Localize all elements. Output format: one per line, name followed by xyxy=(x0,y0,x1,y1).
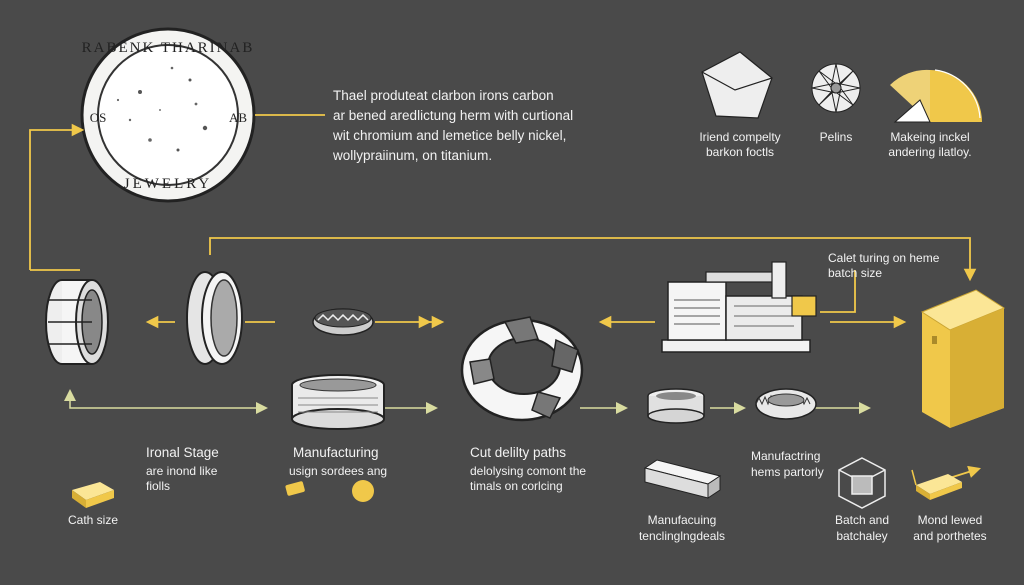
plain-ring-icon xyxy=(186,271,243,365)
cut-stage-title: Cut delilty paths xyxy=(470,445,567,460)
batch-label-2: batchaley xyxy=(836,529,888,543)
manufacuing-label-2: tenclinglngdeals xyxy=(638,529,726,543)
segmented-ring-icon xyxy=(460,316,584,422)
crystal-caption-1: Iriend compelty xyxy=(699,130,781,144)
intro-line-3: wit chromium and lemetice belly nickel, xyxy=(333,128,567,143)
mond-label-1: Mond lewed xyxy=(917,513,983,527)
metal-bar-icon xyxy=(643,459,722,499)
batch-label-1: Batch and xyxy=(834,513,890,527)
seal-return-arrow xyxy=(29,123,85,270)
patterned-band-icon xyxy=(312,308,374,336)
top-loop-arrow xyxy=(209,237,977,282)
crystal-caption-2: barkon foctls xyxy=(705,145,775,159)
intro-line-2: ar bened aredlictung herm with curtional xyxy=(333,108,574,123)
ironal-stage-title: Ironal Stage xyxy=(146,445,219,460)
cath-size-label: Cath size xyxy=(68,513,119,527)
lower-left-arrow xyxy=(64,389,268,414)
intro-line-4: wollypraiinum, on titanium. xyxy=(333,148,493,163)
wide-band-icon xyxy=(291,374,385,430)
gold-bar-icon xyxy=(72,482,114,508)
mond-label-2: and porthetes xyxy=(913,529,987,543)
pale-connectors xyxy=(64,389,871,414)
flat-ring-icon xyxy=(647,388,705,424)
manufacturing-stage-line-2: usign sordees ang xyxy=(289,464,388,478)
cut-stage-line-2: delolysing comont the xyxy=(470,464,587,478)
cube-frame-icon xyxy=(838,457,886,509)
manufacuing-label-1: Manufacuing xyxy=(647,513,717,527)
intro-line-1: Thael produteat clarbon irons carbon xyxy=(333,88,554,103)
fan-caption-2: andering ilatloy. xyxy=(888,145,972,159)
yellow-box-icon xyxy=(920,289,1006,428)
flower-caption-1: Pelins xyxy=(819,130,853,144)
ironal-stage-line-3: fiolls xyxy=(146,479,171,493)
crystal-icon xyxy=(701,51,773,119)
fan-icon xyxy=(890,69,982,123)
cut-stage-line-3: timals on corlcing xyxy=(470,479,563,493)
machine-label-connector xyxy=(820,270,856,313)
manufacturing-2-title: Manufactring xyxy=(751,449,821,463)
gold-tray-icon xyxy=(911,469,962,500)
flower-icon xyxy=(811,63,861,113)
cog-ring-icon xyxy=(755,388,817,420)
ironal-stage-line-2: are inond like xyxy=(146,464,218,478)
seal-left-text: OS xyxy=(90,110,107,125)
manufacturing-2-line-2: hems partorly xyxy=(751,465,824,479)
fan-caption-1: Makeing inckel xyxy=(890,130,970,144)
seal-top-text: RABENK THARINAB xyxy=(82,40,255,56)
manufacturing-stage-title: Manufacturing xyxy=(293,445,379,460)
seal-bottom-text: JEWELRY xyxy=(124,176,213,192)
machine-label-line-2: batch size xyxy=(828,266,883,280)
jewelry-seal-icon: RABENK THARINAB JEWELRY OS AB xyxy=(80,27,256,203)
gold-pieces-icon xyxy=(285,480,374,502)
machine-icon xyxy=(661,261,817,353)
seal-right-text: AB xyxy=(229,110,247,125)
wide-ring-icon xyxy=(45,279,109,365)
machine-label-line-1: Calet turing on heme xyxy=(828,251,940,265)
